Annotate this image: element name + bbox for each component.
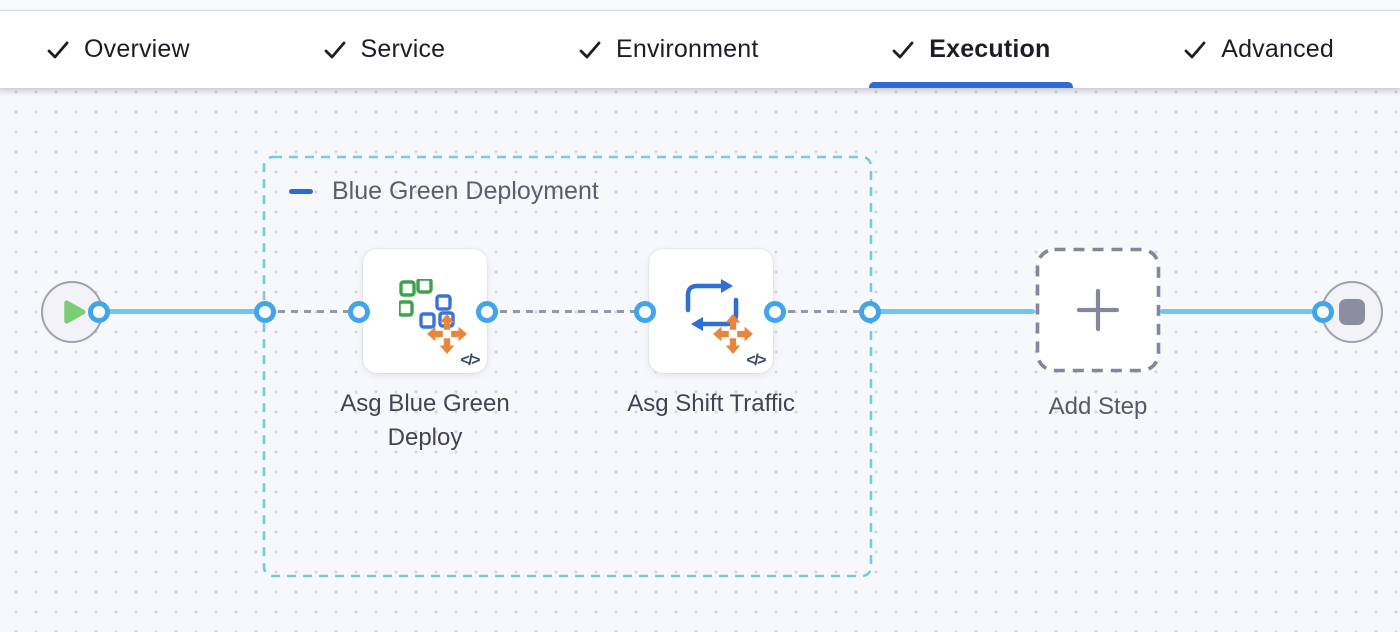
tab-label: Environment [615, 35, 759, 63]
group-title: Blue Green Deployment [332, 177, 599, 205]
collapse-group-button[interactable] [288, 179, 314, 205]
plus-icon [1076, 288, 1120, 332]
tab-execution[interactable]: Execution [869, 11, 1073, 88]
stop-icon [1339, 299, 1365, 325]
tab-service[interactable]: Service [317, 11, 452, 88]
check-icon [47, 41, 69, 58]
step-card-asg-shift-traffic[interactable]: </> [649, 249, 773, 373]
tab-label: Overview [84, 35, 190, 63]
add-step-label: Add Step [1048, 393, 1148, 420]
config-tab-bar: Overview Service Environment Execution A… [0, 11, 1400, 88]
check-icon [579, 41, 601, 58]
code-badge: </> [460, 352, 480, 369]
code-badge: </> [746, 352, 766, 369]
connector-line [1160, 309, 1313, 314]
tab-advanced[interactable]: Advanced [1177, 11, 1340, 88]
step-label: Asg Shift Traffic [627, 390, 795, 417]
tab-environment[interactable]: Environment [572, 11, 765, 88]
step-card-asg-blue-green-deploy[interactable]: </> [363, 249, 487, 373]
check-icon [1184, 41, 1206, 58]
port[interactable] [88, 301, 110, 323]
tab-label: Advanced [1221, 35, 1334, 63]
asg-arrows-icon [427, 314, 467, 354]
connector-dashed [775, 310, 870, 313]
port[interactable] [254, 301, 276, 323]
port[interactable] [764, 301, 786, 323]
play-icon [64, 300, 86, 324]
asg-arrows-icon [713, 314, 753, 354]
tab-label: Execution [929, 35, 1051, 63]
port[interactable] [476, 301, 498, 323]
add-step-button[interactable] [1035, 247, 1161, 373]
tab-overview[interactable]: Overview [40, 11, 196, 88]
connector-line [870, 309, 1035, 314]
active-tab-indicator [869, 82, 1073, 88]
group-header: Blue Green Deployment [288, 177, 599, 206]
connector-line [99, 309, 265, 314]
connector-dashed [487, 310, 645, 313]
check-icon [324, 41, 345, 58]
port[interactable] [859, 301, 881, 323]
step-label: Asg Blue Green Deploy [340, 390, 510, 452]
pipeline-canvas[interactable]: Blue Green Deployment [0, 88, 1400, 632]
window-top-strip [0, 0, 1400, 11]
tab-label: Service [360, 35, 446, 63]
group-dashed-border [262, 155, 873, 578]
check-icon [892, 41, 914, 58]
port[interactable] [634, 301, 656, 323]
port[interactable] [1312, 301, 1334, 323]
stage-group-blue-green-deployment: Blue Green Deployment [262, 155, 873, 578]
connector-dashed [265, 310, 359, 313]
minus-icon [289, 189, 313, 194]
port[interactable] [348, 301, 370, 323]
